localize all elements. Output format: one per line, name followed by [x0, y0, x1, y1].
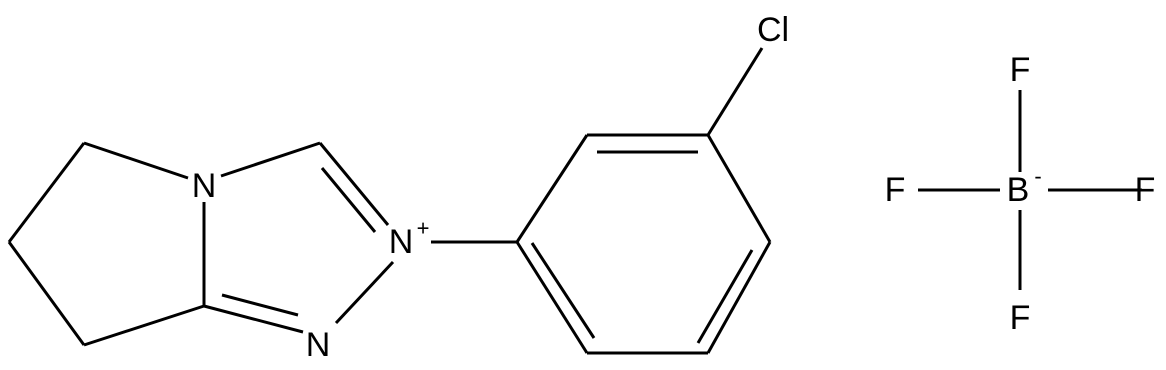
- atom-f-top: F: [1010, 51, 1031, 89]
- atom-f-right: F: [1135, 171, 1156, 209]
- bond-n-c: [203, 304, 304, 334]
- bond-ch-nplus-inner: [320, 167, 377, 233]
- bond-aryl-1: [515, 134, 589, 243]
- bond-aryl-3: [706, 134, 772, 243]
- atom-n-bridge: N: [192, 167, 217, 205]
- bond-aryl-6-inner: [530, 242, 596, 339]
- bond-n-ch: [220, 141, 321, 178]
- bond-n-ch2: [83, 141, 189, 180]
- bond-aryl-cl: [706, 47, 764, 136]
- pyrrolidine-ring: [7, 141, 206, 347]
- atom-cl: Cl: [757, 11, 789, 49]
- bond-aryl-4: [706, 241, 772, 354]
- triazolium-ring: [203, 141, 395, 334]
- bond-aryl-6: [515, 241, 589, 354]
- bond-n-c-inner: [221, 293, 299, 317]
- atom-b: B: [1007, 171, 1030, 209]
- bond-nplus-n: [334, 260, 395, 325]
- atom-n-bottom: N: [306, 326, 331, 364]
- bond-ch2-ch2-a: [7, 142, 86, 243]
- atom-f-bottom: F: [1010, 299, 1031, 337]
- charge-b: -: [1034, 164, 1041, 189]
- atom-f-left: F: [885, 171, 906, 209]
- chlorophenyl-ring: [431, 47, 772, 355]
- bond-ch2-ch2-b: [7, 241, 86, 346]
- atom-n-plus: N: [389, 223, 414, 261]
- bond-ch-nplus: [318, 142, 390, 226]
- tetrafluoroborate: [918, 90, 1142, 290]
- charge-n-plus: +: [417, 216, 430, 241]
- bond-aryl-4-inner: [696, 249, 754, 344]
- bond-ch2-c: [83, 304, 205, 347]
